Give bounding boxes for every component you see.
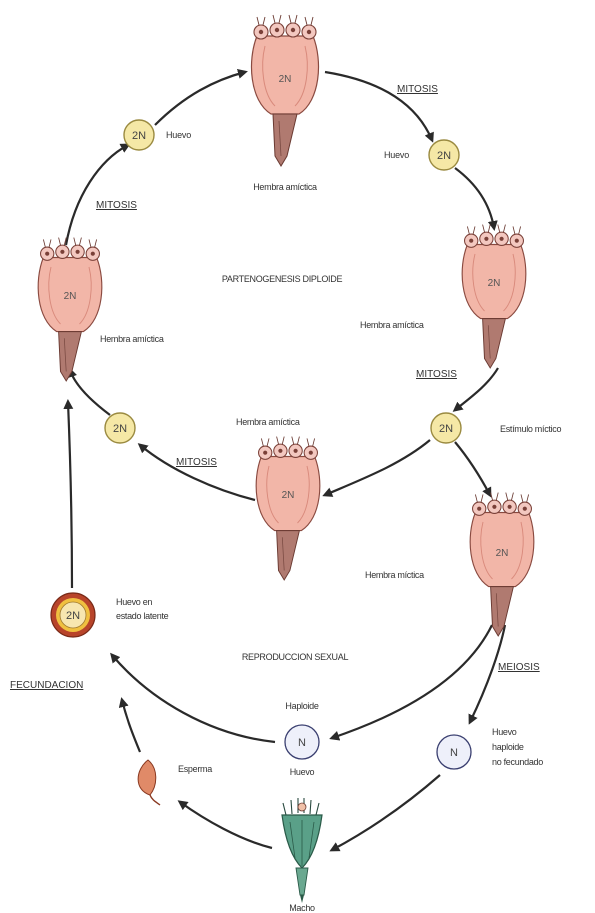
arrow-sperm-to-fecundation: [122, 700, 140, 752]
unfertilized-egg: N: [437, 735, 471, 769]
egg-stimulus: 2N: [431, 413, 461, 443]
egg-right-top: 2N: [429, 140, 459, 170]
label-female-mictic: Hembra míctica: [365, 570, 424, 580]
arrow-male-to-sperm: [180, 802, 272, 848]
label-female-top: Hembra amíctica: [253, 182, 317, 192]
female-center: 2N: [256, 437, 320, 580]
female-mictic-ploidy: 2N: [496, 548, 509, 559]
svg-text:N: N: [298, 737, 306, 749]
process-fecundation: FECUNDACION: [10, 680, 83, 691]
label-unfertilized-line-2: haploide: [492, 742, 524, 752]
svg-text:2N: 2N: [113, 423, 127, 435]
label-female-right-upper: Hembra amíctica: [360, 320, 424, 330]
female-left-ploidy: 2N: [64, 291, 77, 302]
egg-left-top: 2N: [124, 120, 154, 150]
arrow-stimulus-to-mictic-female: [455, 442, 490, 495]
arrow-mictic-female-to-haploid-egg: [332, 625, 492, 738]
cycle-title-parthenogenesis: PARTENOGENESIS DIPLOIDE: [222, 274, 343, 284]
label-resting-egg-line-2: estado latente: [116, 611, 169, 621]
process-mitosis-top-right: MITOSIS: [397, 84, 438, 95]
label-unfertilized-line-3: no fecundado: [492, 757, 543, 767]
male-icon: [282, 798, 322, 903]
female-right-upper: 2N: [462, 225, 526, 368]
label-stimulus: Estímulo míctico: [500, 424, 562, 434]
arrow-resting-egg-to-left-female: [68, 402, 72, 588]
label-egg-left-top: Huevo: [166, 130, 191, 140]
process-mitosis-left: MITOSIS: [96, 200, 137, 211]
svg-text:N: N: [450, 747, 458, 759]
label-unfertilized-line-1: Huevo: [492, 727, 517, 737]
process-mitosis-right: MITOSIS: [416, 369, 457, 380]
egg-left-middle: 2N: [105, 413, 135, 443]
arrow-egg-to-top-female: [155, 72, 245, 125]
arrow-egg-to-right-female: [455, 168, 494, 228]
label-female-center: Hembra amíctica: [236, 417, 300, 427]
label-haploid-bottom: Huevo: [290, 767, 315, 777]
female-left: 2N: [38, 238, 102, 381]
arrow-left-female-to-egg: [66, 145, 128, 245]
cycle-title-sexual: REPRODUCCION SEXUAL: [242, 652, 349, 662]
label-sperm: Esperma: [178, 764, 212, 774]
label-male: Macho: [289, 903, 315, 913]
process-mitosis-center: MITOSIS: [176, 457, 217, 468]
svg-text:2N: 2N: [437, 150, 451, 162]
female-right-upper-ploidy: 2N: [488, 278, 501, 289]
arrow-unfertilized-egg-to-male: [332, 775, 440, 850]
svg-text:2N: 2N: [439, 423, 453, 435]
process-meiosis: MEIOSIS: [498, 662, 540, 673]
female-top-ploidy: 2N: [279, 74, 292, 85]
female-mictic: 2N: [470, 493, 534, 636]
label-egg-right-top: Huevo: [384, 150, 409, 160]
arrow-egg-to-left-female: [70, 370, 110, 415]
arrow-top-female-to-egg: [325, 72, 432, 140]
label-haploid-top: Haploide: [285, 701, 318, 711]
sperm-icon: [138, 760, 160, 805]
label-resting-egg-line-1: Huevo en: [116, 597, 152, 607]
arrow-mictic-female-to-unfertilized-egg: [470, 625, 505, 722]
arrow-stimulus-to-center-female: [325, 440, 430, 495]
label-female-left: Hembra amíctica: [100, 334, 164, 344]
arrow-right-female-to-stimulus: [455, 368, 498, 410]
svg-text:2N: 2N: [132, 130, 146, 142]
resting-egg: 2N: [51, 593, 95, 637]
haploid-egg: N: [285, 725, 319, 759]
svg-text:2N: 2N: [66, 610, 80, 622]
arrow-haploid-egg-to-resting-egg: [112, 655, 275, 742]
female-top: 2N: [251, 15, 318, 166]
female-center-ploidy: 2N: [282, 490, 295, 501]
arrow-center-female-to-egg: [140, 445, 255, 500]
